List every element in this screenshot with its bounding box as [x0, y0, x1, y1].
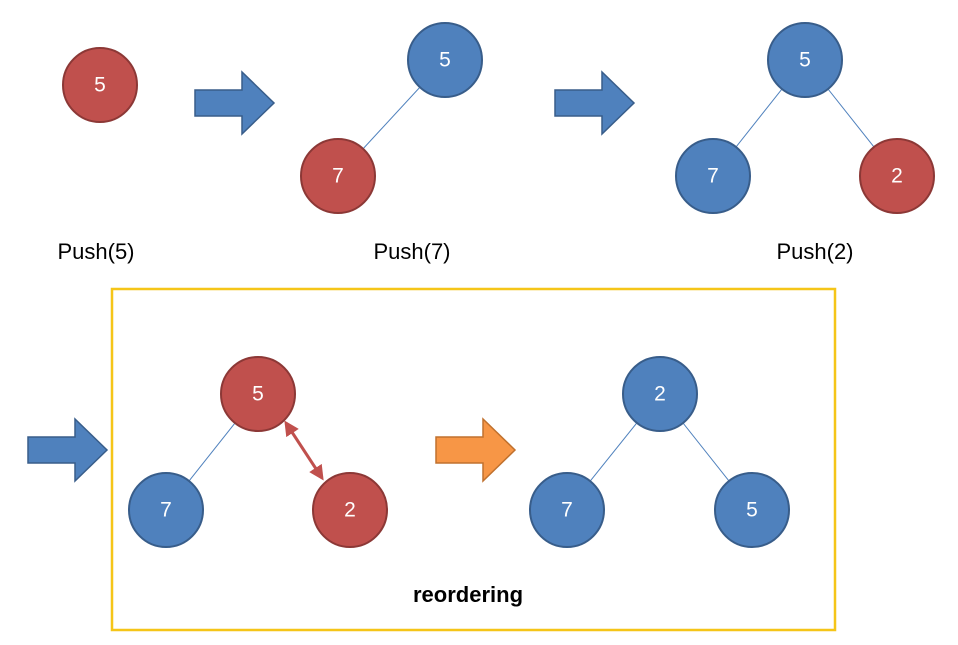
step3-tree: 5 7 2 [675, 22, 935, 214]
reordering-after-tree: 2 7 5 [529, 356, 790, 548]
svg-text:7: 7 [160, 499, 172, 522]
svg-text:7: 7 [332, 165, 344, 188]
step2-tree: 5 7 [300, 22, 483, 214]
double-headed-arrow-icon [284, 420, 324, 481]
tree-node: 5 [714, 472, 790, 548]
tree-node: 5 [767, 22, 843, 98]
tree-node: 7 [300, 138, 376, 214]
tree-node: 7 [675, 138, 751, 214]
svg-text:2: 2 [654, 383, 666, 406]
tree-node: 5 [407, 22, 483, 98]
reordering-before-tree: 5 7 2 [128, 356, 388, 548]
step-label-push-2: Push(2) [776, 239, 854, 264]
svg-text:5: 5 [252, 383, 264, 406]
svg-text:2: 2 [891, 165, 903, 188]
reordering-caption: reordering [412, 582, 524, 607]
tree-node: 2 [859, 138, 935, 214]
right-arrow-icon [194, 70, 276, 136]
svg-text:7: 7 [561, 499, 573, 522]
step-arrows [27, 70, 636, 483]
tree-node: 7 [529, 472, 605, 548]
svg-text:5: 5 [439, 49, 451, 72]
tree-node: 2 [312, 472, 388, 548]
step-label-push-7: Push(7) [373, 239, 451, 264]
svg-text:5: 5 [799, 49, 811, 72]
tree-node: 5 [62, 47, 138, 123]
step1-tree: 5 [62, 47, 138, 123]
tree-node: 7 [128, 472, 204, 548]
svg-text:2: 2 [344, 499, 356, 522]
step-label-push-5: Push(5) [57, 239, 135, 264]
svg-text:5: 5 [94, 74, 106, 97]
tree-node: 5 [220, 356, 296, 432]
right-arrow-icon [554, 70, 636, 136]
reordering-highlight-box [110, 287, 837, 632]
edges [165, 59, 898, 511]
svg-text:7: 7 [707, 165, 719, 188]
right-arrow-icon [435, 417, 517, 483]
tree-node: 2 [622, 356, 698, 432]
right-arrow-icon [27, 417, 109, 483]
svg-text:5: 5 [746, 499, 758, 522]
